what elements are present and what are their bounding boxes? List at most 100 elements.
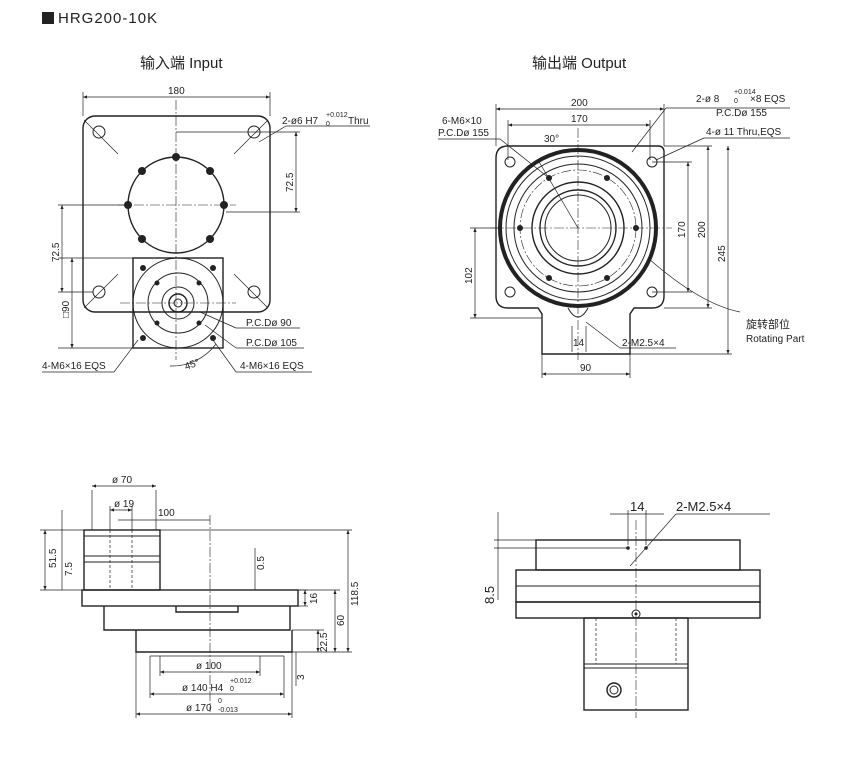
dim-dia100-label: ø 100 [196,661,222,672]
pcd90-leader [199,311,237,329]
input-corner-hole-tl [92,125,106,139]
dim-dia170-label: ø 170 [186,703,212,714]
m6-spec-label: 6-M6×10 [442,116,482,127]
side-input-block [83,529,161,591]
dim-170-top-label: 170 [571,114,588,125]
side-view: ø 70 ø 19 100 51.5 7.5 0.5 118.5 [40,475,361,718]
m6-right-label: 4-M6×16 EQS [240,361,304,372]
input-adapter-bolt-tr [210,265,216,271]
pin-tol-sub: 0 [734,98,738,105]
dim-118-5-label: 118.5 [350,581,361,606]
m6-leader [499,138,550,179]
m6-left-label: 4-M6×16 EQS [42,361,106,372]
dim-0-5-label: 0.5 [256,556,267,570]
input-inner-bolt-3 [154,320,160,326]
pin-tol-sup: +0.014 [734,89,756,96]
dim-d19-label: ø 19 [114,499,134,510]
output-bolt-4 [604,275,610,281]
input-inner-bolt-1 [154,280,160,286]
input-adapter-bolt-br [210,335,216,341]
pcd155-left-label: P.C.Dø 155 [438,128,489,139]
thru-holes-label: 4-ø 11 Thru,EQS [706,127,782,138]
dim-16-label: 16 [309,592,320,604]
hole-tol-sup: +0.012 [326,112,348,119]
dim-100-label: 100 [158,508,175,519]
dim-90-label: 90 [580,363,592,374]
pcd155-right-label: P.C.Dø 155 [716,108,767,119]
input-corner-hole-bl [92,285,106,299]
dim-72-5-left-label: 72.5 [51,242,62,262]
output-corner-hole-tl [504,156,516,168]
pcd90-label: P.C.Dø 90 [246,318,292,329]
input-flange-outline [82,115,271,313]
input-adapter-bolt-tl [140,265,146,271]
rotating-cn-label: 旋转部位 [746,317,790,331]
model-title: HRG200-10K [42,10,158,27]
input-bolt-4 [206,235,214,243]
dim-245-side-label: 245 [717,245,728,262]
input-inner-bolt-2 [196,280,202,286]
dim-180-label: 180 [168,86,185,97]
hole-suffix: Thru [348,116,369,127]
dim-7-5-label: 7.5 [64,562,75,576]
dim-200-side-label: 200 [697,221,708,238]
detail-port-inner [609,685,619,695]
input-bolt-2 [206,167,214,175]
title-square-icon [42,12,54,24]
angle-45-arc [169,343,217,367]
dim-square-label: □90 [61,300,72,318]
pin-leader [631,107,667,153]
dim-dia140-sub: 0 [230,686,234,693]
m6-left-leader [113,339,139,373]
angle-30-label: 30° [544,134,559,145]
pcd105-leader [204,324,237,349]
output-corner-hole-bl [504,286,516,298]
dim-dia170-sub: -0.013 [218,707,238,714]
output-view-title: 输出端 Output [532,55,627,72]
dim-dia170-sup: 0 [218,698,222,705]
hole-tol-sub: 0 [326,121,330,128]
input-bolt-7 [138,235,146,243]
dim-102-label: 102 [464,267,475,284]
pin-spec-label: 2-ø 8 [696,94,720,105]
dim-14-label: 14 [573,338,585,349]
side-flange [81,589,299,607]
dim-22-5-label: 22.5 [319,632,330,652]
input-view-title: 输入端 Input [140,55,223,72]
input-bolt-5 [138,167,146,175]
angle-30-arc [537,149,579,161]
model-title-text: HRG200-10K [58,10,159,27]
angle-45-label: 45° [183,357,201,373]
side-body [103,606,291,631]
dim-d70-label: ø 70 [112,475,132,486]
hole-leader [258,125,287,143]
detail-14-label: 14 [630,499,644,514]
hole-spec-label: 2-ø6 H7 [282,116,319,127]
input-inner-bolt-4 [196,320,202,326]
pcd105-label: P.C.Dø 105 [246,338,297,349]
dim-3-label: 3 [296,674,307,680]
input-corner-lines [83,119,269,309]
m6-right-leader [212,339,237,373]
dim-dia140-label: ø 140 H4 [182,683,224,694]
thru-leader [655,137,705,161]
detail-top-block [535,539,741,571]
input-corner-hole-br [247,285,261,299]
detail-port-outer [606,682,622,698]
m2-5-label: 2-M2.5×4 [622,338,665,349]
dim-200-top-label: 200 [571,98,588,109]
detail-m2-5-leader [629,513,677,567]
detail-8-5-label: 8.5 [482,586,497,604]
dim-dia140-sup: +0.012 [230,678,252,685]
rotating-leader [647,257,741,313]
pin-suffix: ×8 EQS [750,94,786,105]
rotating-en-label: Rotating Part [746,334,805,345]
side-output [135,630,293,653]
dim-51-5-label: 51.5 [48,548,59,568]
dim-60-label: 60 [336,614,347,626]
detail-view: 14 2-M2.5×4 8.5 [482,499,770,718]
output-view: 30° 200 170 2-ø 8 +0.014 0 ×8 EQS P.C.Dø… [438,89,805,378]
output-30-ray [537,159,579,229]
